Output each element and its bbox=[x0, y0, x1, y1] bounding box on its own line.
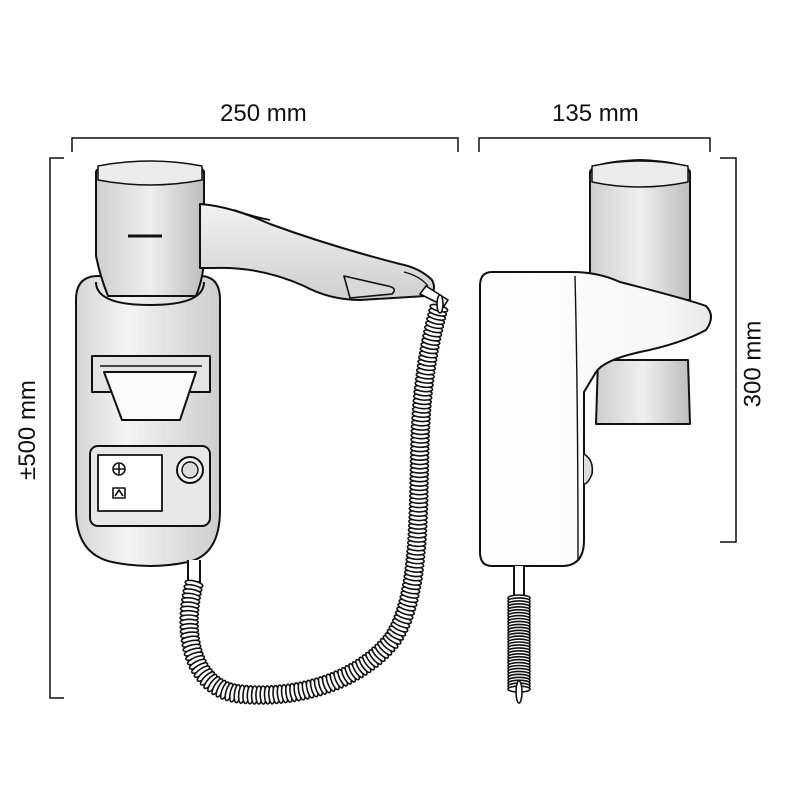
cord-relief bbox=[187, 560, 201, 583]
dimension-dryer-height: 300 mm bbox=[739, 320, 767, 408]
holder-cradle bbox=[95, 281, 205, 306]
dimension-side-depth: 135 mm bbox=[552, 100, 639, 127]
dimension-total-height: ±500 mm bbox=[13, 380, 41, 480]
cord-coil-loop bbox=[436, 294, 444, 314]
side-holder bbox=[479, 271, 712, 567]
side-coil-cord bbox=[507, 594, 531, 704]
front-view bbox=[75, 160, 449, 583]
dimension-front-width: 250 mm bbox=[220, 100, 307, 127]
side-switch bbox=[583, 453, 594, 485]
dimension-lines bbox=[49, 137, 737, 699]
control-knob bbox=[176, 456, 204, 484]
socket-icon bbox=[112, 462, 126, 499]
side-dryer-nozzle bbox=[591, 160, 689, 188]
side-dryer-bottom bbox=[595, 359, 691, 425]
dryer-handle bbox=[199, 203, 435, 301]
front-coil-cord bbox=[179, 294, 449, 705]
dryer-nozzle-ring bbox=[97, 160, 203, 186]
cord-coil-loop bbox=[515, 680, 523, 704]
side-view bbox=[479, 159, 712, 597]
socket-plate bbox=[97, 454, 163, 512]
side-cord-relief bbox=[513, 566, 525, 597]
